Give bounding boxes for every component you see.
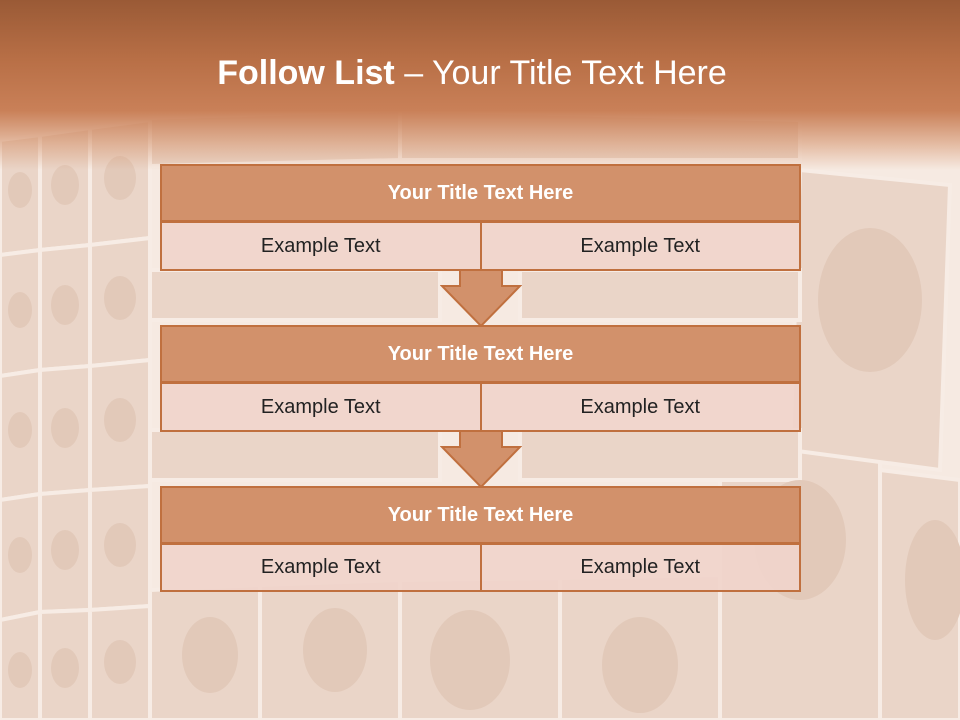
- slide-title-rest: – Your Title Text Here: [394, 54, 727, 92]
- slide-title-bold: Follow List: [217, 54, 395, 92]
- block-title: Your Title Text Here: [160, 325, 801, 383]
- slide-title: Follow List – Your Title Text Here: [0, 54, 944, 93]
- block-title: Your Title Text Here: [160, 486, 801, 544]
- block-cell-left: Example Text: [160, 221, 482, 271]
- header-band: [0, 0, 960, 170]
- block-row: Example Text Example Text: [160, 543, 801, 592]
- block-cell-right: Example Text: [481, 543, 801, 592]
- block-cell-right: Example Text: [481, 221, 801, 271]
- block-row: Example Text Example Text: [160, 221, 801, 271]
- block-cell-left: Example Text: [160, 382, 482, 432]
- follow-block-1: Your Title Text Here Example Text Exampl…: [160, 164, 801, 272]
- follow-block-3: Your Title Text Here Example Text Exampl…: [160, 486, 801, 592]
- block-title: Your Title Text Here: [160, 164, 801, 222]
- block-row: Example Text Example Text: [160, 382, 801, 432]
- down-arrow-icon: [440, 270, 522, 328]
- block-cell-right: Example Text: [481, 382, 801, 432]
- block-cell-left: Example Text: [160, 543, 482, 592]
- follow-block-2: Your Title Text Here Example Text Exampl…: [160, 325, 801, 433]
- down-arrow-icon: [440, 431, 522, 489]
